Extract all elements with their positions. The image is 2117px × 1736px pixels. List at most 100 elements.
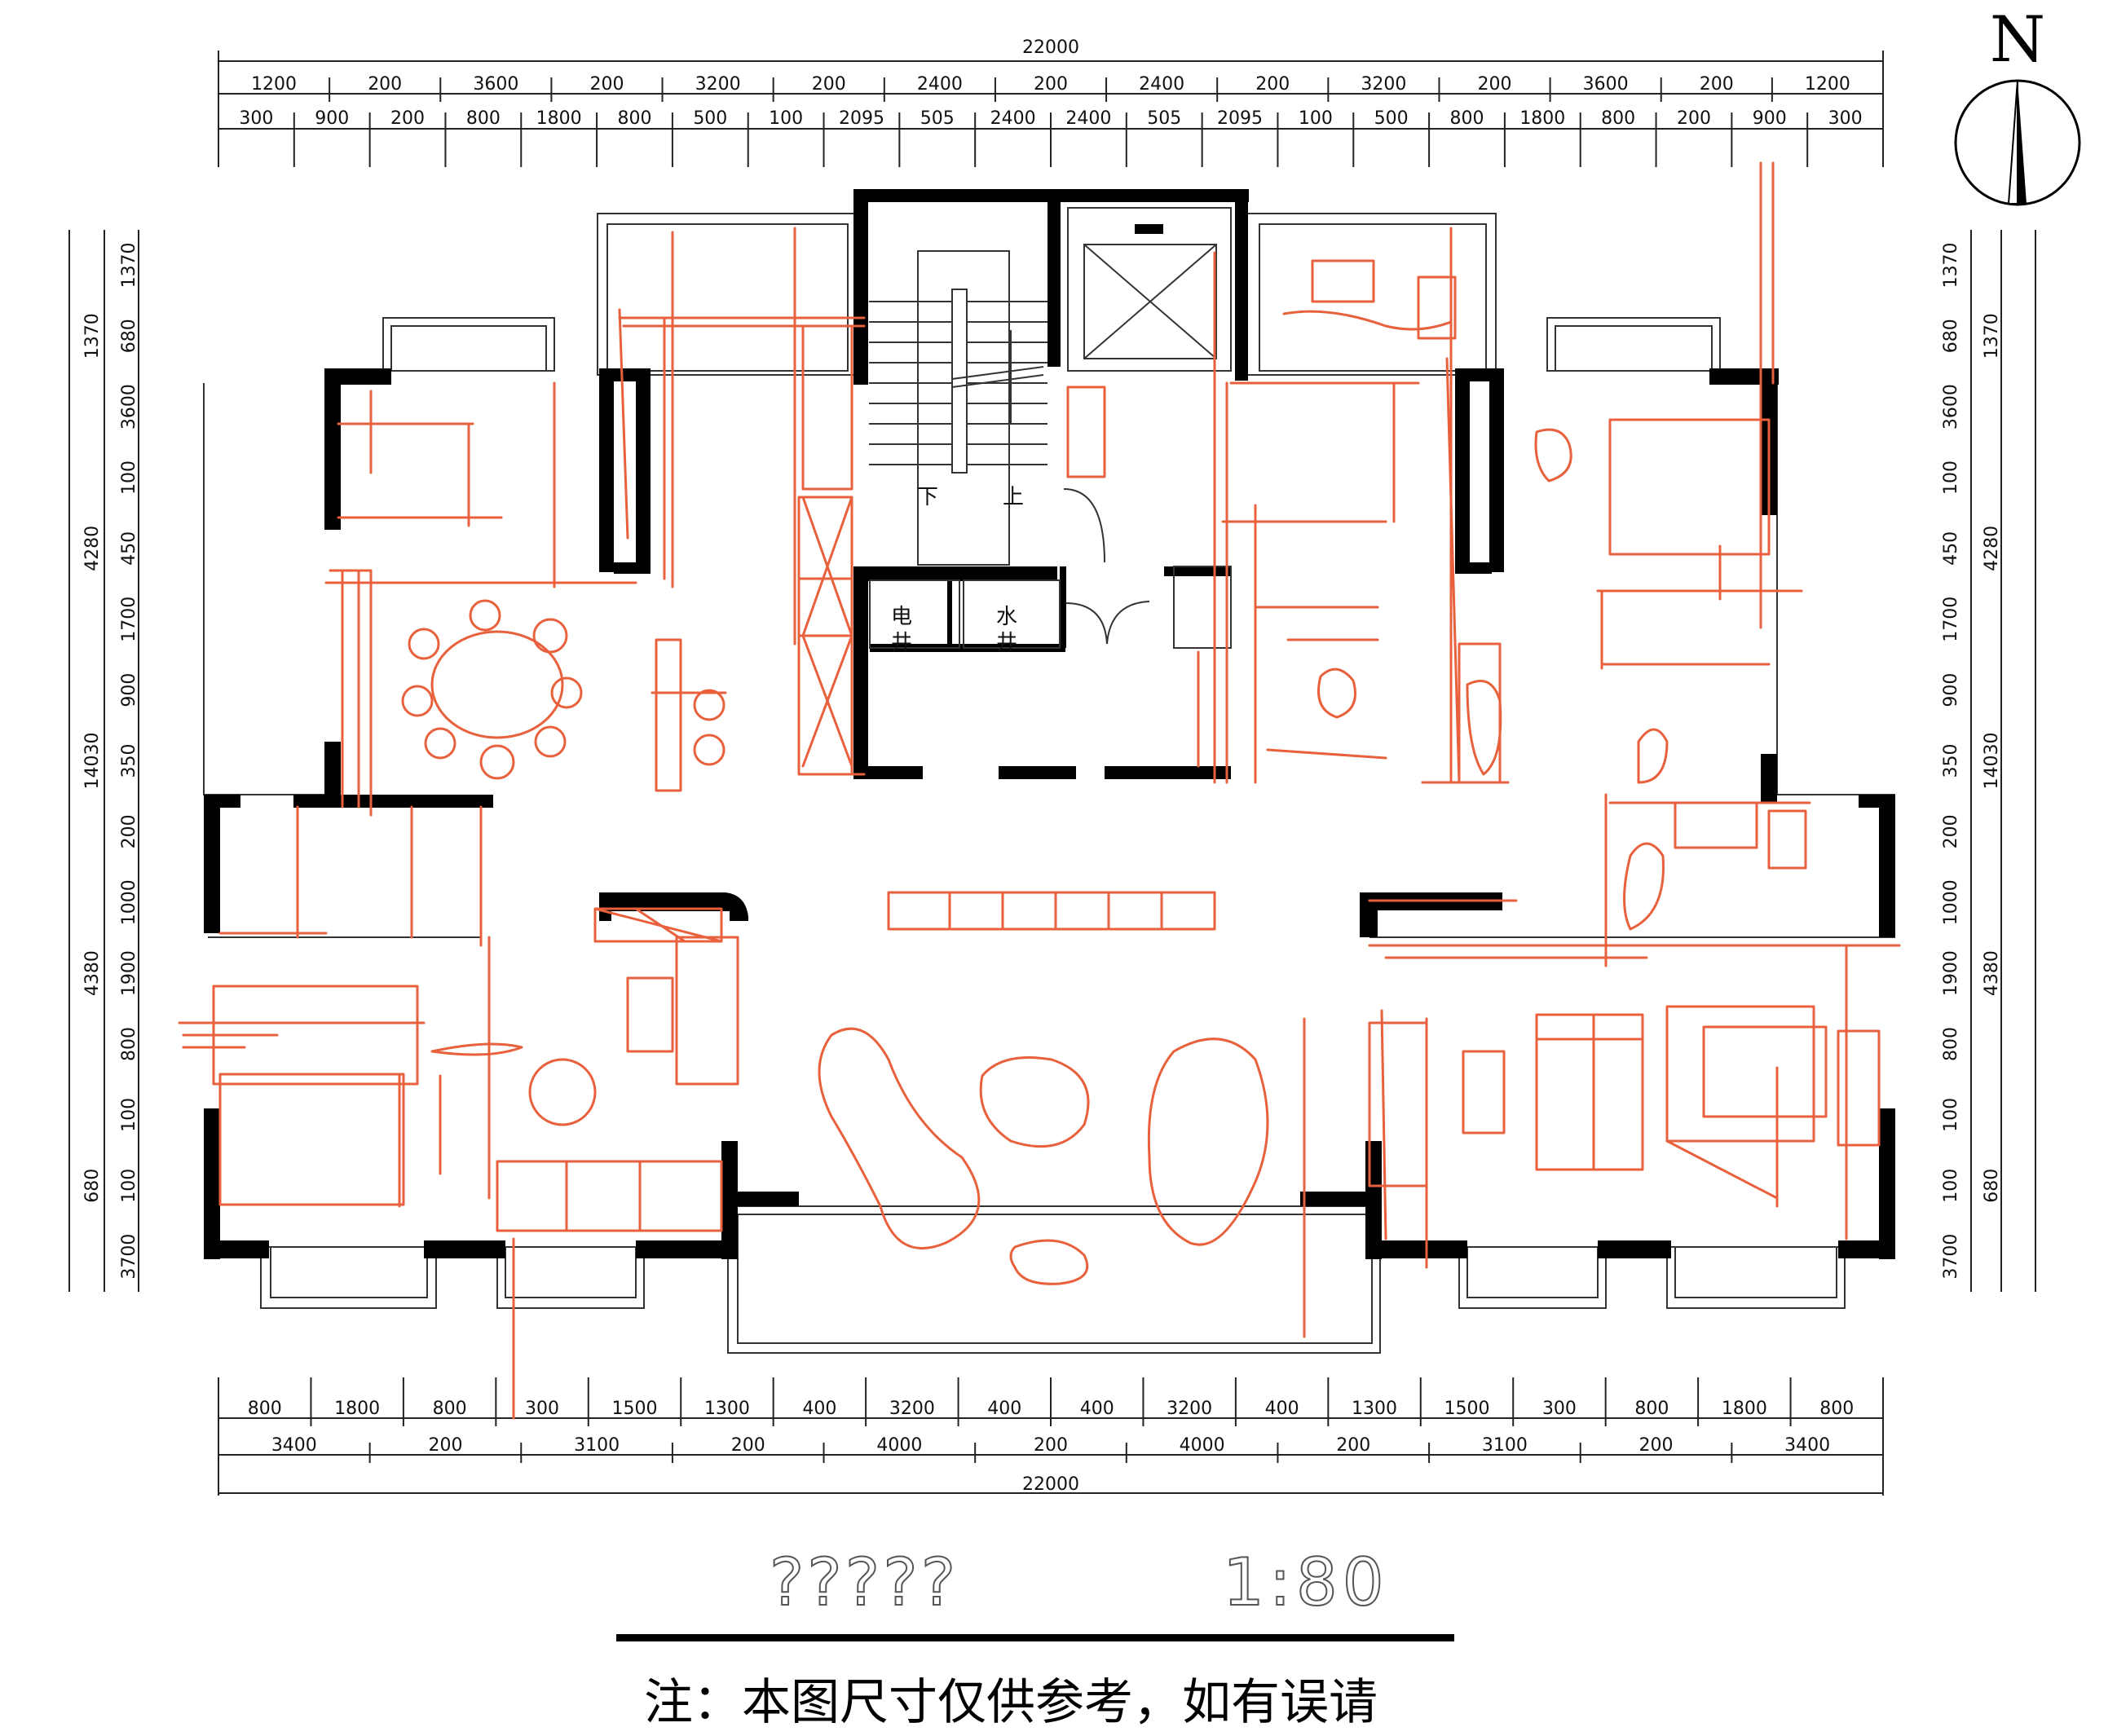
bottom-dim-row2-label: 4000 xyxy=(876,1435,922,1456)
bottom-dim-row2-label: 200 xyxy=(1034,1435,1068,1456)
bottom-dim-row1-label: 3200 xyxy=(1167,1399,1212,1419)
right-dim-inner-label: 3700 xyxy=(1941,1234,1961,1280)
left-dim-inner-label: 100 xyxy=(119,1169,139,1203)
bottom-dim-row1-label: 400 xyxy=(1080,1399,1114,1419)
right-dim-inner-label: 900 xyxy=(1941,673,1961,707)
right-dimension-chain: 1370680360010045017009003502001000190080… xyxy=(1941,230,2036,1292)
right-dim-inner-label: 1900 xyxy=(1941,950,1961,996)
top-dim-row2-label: 2095 xyxy=(1217,108,1263,129)
drawing-title: ????? xyxy=(769,1544,959,1621)
right-dim-inner-label: 200 xyxy=(1941,814,1961,848)
north-label: N xyxy=(1990,3,2045,77)
bottom-dim-row1-label: 1500 xyxy=(612,1399,658,1419)
electric-shaft-label-2: 井 xyxy=(891,631,912,655)
top-dim-row1-label: 3600 xyxy=(473,74,518,95)
bottom-dim-row1-label: 1800 xyxy=(1722,1399,1767,1419)
top-dim-row2-label: 800 xyxy=(618,108,652,129)
top-dim-row2-label: 100 xyxy=(769,108,803,129)
right-dimension-inner: 1370680360010045017009003502001000190080… xyxy=(1941,242,1961,1279)
bottom-dim-row1-label: 300 xyxy=(1542,1399,1577,1419)
bottom-dim-row1-label: 400 xyxy=(987,1399,1021,1419)
bottom-dim-row1-label: 3200 xyxy=(889,1399,935,1419)
right-dim-inner-label: 1700 xyxy=(1941,597,1961,642)
bottom-dim-row1-label: 300 xyxy=(525,1399,559,1419)
top-dim-row2-label: 1800 xyxy=(1519,108,1565,129)
top-dim-row2-label: 505 xyxy=(920,108,955,129)
bottom-dim-row1-label: 800 xyxy=(248,1399,282,1419)
bottom-dim-row2-label: 3100 xyxy=(1482,1435,1528,1456)
top-dim-row2-label: 200 xyxy=(1677,108,1711,129)
left-dim-inner-label: 1000 xyxy=(119,879,139,925)
bottom-dim-row1-label: 800 xyxy=(433,1399,467,1419)
top-dim-row1-label: 200 xyxy=(368,74,402,95)
right-dim-inner-label: 350 xyxy=(1941,744,1961,778)
right-dim-outer-label: 1370 xyxy=(1982,313,2002,359)
left-dim-outer-label: 4380 xyxy=(82,950,103,996)
drawing-note: 注：本图尺寸仅供参考，如有误请 xyxy=(644,1674,1378,1731)
right-dim-outer-label: 4380 xyxy=(1982,950,2002,996)
water-shaft-label-2: 井 xyxy=(996,631,1017,655)
top-dim-row2-label: 900 xyxy=(1753,108,1787,129)
top-dim-row1-label: 3200 xyxy=(1361,74,1406,95)
top-dim-row2-label: 2400 xyxy=(990,108,1036,129)
top-dim-row2-label: 2095 xyxy=(839,108,884,129)
bottom-dim-row1-label: 800 xyxy=(1819,1399,1854,1419)
right-dim-inner-label: 100 xyxy=(1941,1098,1961,1132)
left-dim-inner-label: 1370 xyxy=(119,242,139,288)
bottom-dim-row1-label: 1300 xyxy=(1352,1399,1397,1419)
core-details: 下 上 电 井 水 井 xyxy=(869,207,1232,655)
top-dim-row1-label: 200 xyxy=(812,74,846,95)
right-dim-inner-label: 100 xyxy=(1941,460,1961,495)
left-dim-inner-label: 1900 xyxy=(119,950,139,996)
bottom-dim-row2-label: 200 xyxy=(1336,1435,1370,1456)
drawing-scale: 1:80 xyxy=(1222,1544,1389,1621)
bottom-dim-row1-label: 800 xyxy=(1634,1399,1669,1419)
left-dim-outer-label: 14030 xyxy=(82,733,103,790)
bottom-dim-row2-label: 4000 xyxy=(1180,1435,1225,1456)
top-dim-row2-label: 500 xyxy=(1374,108,1409,129)
left-dim-inner-label: 3600 xyxy=(119,384,139,430)
bottom-dim-row1-label: 1800 xyxy=(334,1399,380,1419)
top-dim-row2-label: 1800 xyxy=(536,108,582,129)
left-dim-inner-label: 200 xyxy=(119,814,139,848)
left-dimension-inner: 1370680360010045017009003502001000190080… xyxy=(119,242,139,1279)
left-dim-inner-label: 800 xyxy=(119,1027,139,1061)
water-shaft-label-1: 水 xyxy=(996,605,1017,629)
top-dim-row2-label: 2400 xyxy=(1065,108,1111,129)
left-dim-inner-label: 100 xyxy=(119,1098,139,1132)
top-dim-row2-label: 100 xyxy=(1299,108,1333,129)
bottom-dim-row2-label: 200 xyxy=(731,1435,765,1456)
right-dim-outer-label: 4280 xyxy=(1982,526,2002,571)
electric-shaft-label-1: 电 xyxy=(891,605,912,629)
left-dim-inner-label: 900 xyxy=(119,673,139,707)
top-dim-row1-label: 2400 xyxy=(917,74,963,95)
bottom-dim-row2-label: 3100 xyxy=(574,1435,620,1456)
right-dim-inner-label: 1370 xyxy=(1941,242,1961,288)
top-dim-row1-label: 3200 xyxy=(695,74,741,95)
right-dim-inner-label: 100 xyxy=(1941,1169,1961,1203)
top-dim-row2-label: 800 xyxy=(1450,108,1484,129)
top-dim-row1-label: 200 xyxy=(1478,74,1512,95)
right-dim-outer-label: 680 xyxy=(1982,1169,2002,1203)
top-dim-row1-label: 200 xyxy=(1255,74,1290,95)
top-dim-row2-label: 500 xyxy=(693,108,727,129)
right-dim-inner-label: 680 xyxy=(1941,319,1961,353)
top-dim-row1-label: 1200 xyxy=(1805,74,1850,95)
left-dim-inner-label: 350 xyxy=(119,744,139,778)
bottom-dim-row2-label: 200 xyxy=(1639,1435,1674,1456)
north-arrow-icon xyxy=(1954,79,2081,206)
left-dim-inner-label: 3700 xyxy=(119,1234,139,1280)
top-dim-row1-label: 200 xyxy=(1700,74,1734,95)
left-dim-inner-label: 450 xyxy=(119,531,139,566)
left-dim-outer-label: 4280 xyxy=(82,526,103,571)
top-dim-row1-label: 200 xyxy=(589,74,624,95)
right-dim-inner-label: 1000 xyxy=(1941,879,1961,925)
top-dim-row2-label: 200 xyxy=(390,108,425,129)
